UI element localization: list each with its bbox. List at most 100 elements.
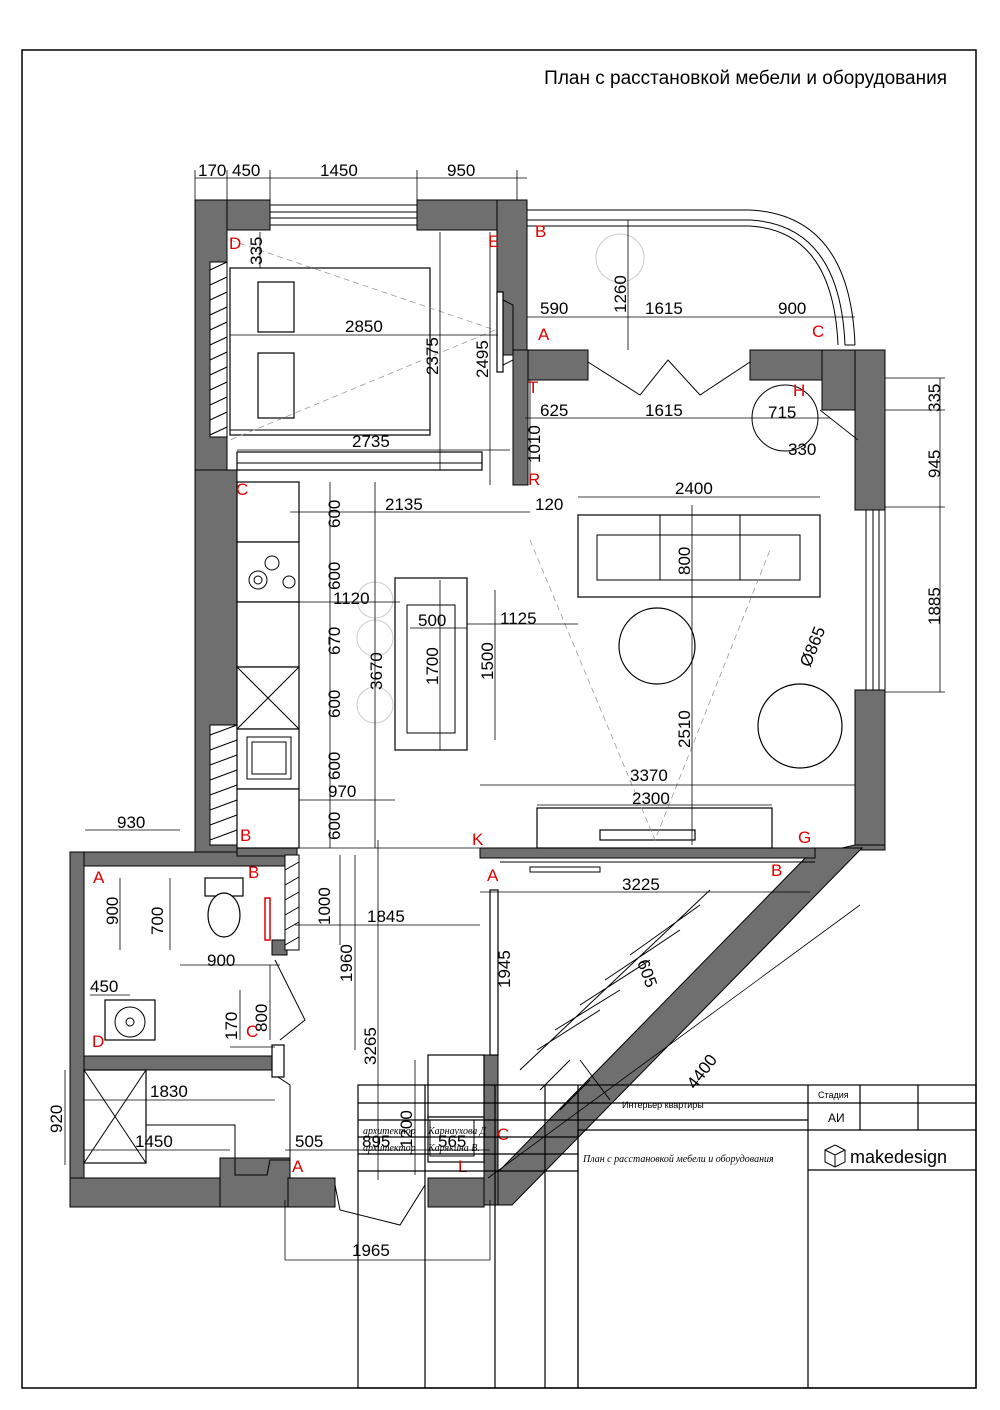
section-labels: D E B A C T H R C B K G A B A B D C C A … [92, 222, 824, 1176]
section-label: A [487, 866, 499, 885]
tv-console [536, 807, 773, 849]
dim: 1700 [423, 647, 442, 685]
dim: 2850 [345, 317, 383, 336]
section-label: A [93, 868, 105, 887]
section-label: C [497, 1125, 509, 1144]
dim: 1615 [645, 401, 683, 420]
section-label: E [488, 232, 499, 251]
dim: 600 [325, 812, 344, 840]
role-label: архитектор [363, 1126, 416, 1137]
coffee-table [618, 607, 696, 685]
dim: 1450 [320, 161, 358, 180]
windows [269, 204, 886, 691]
hatched-walls [209, 261, 300, 951]
dim: 1960 [337, 944, 356, 982]
dim: 335 [925, 384, 944, 412]
sofa [577, 514, 821, 598]
dim: 3225 [622, 875, 660, 894]
dim: 3265 [361, 1027, 380, 1065]
dim: 505 [295, 1132, 323, 1151]
dim: 1500 [478, 642, 497, 680]
dim: 2495 [473, 340, 492, 378]
dim: 1845 [367, 907, 405, 926]
dim: 2735 [352, 432, 390, 451]
dim: 1010 [525, 425, 544, 463]
dim: 450 [90, 977, 118, 996]
pillow [257, 352, 295, 419]
sink-unit [236, 601, 300, 668]
round-rug [757, 683, 843, 769]
dim: 670 [325, 627, 344, 655]
dim: 2375 [423, 337, 442, 375]
dim: 715 [768, 403, 796, 422]
dim: 170 [198, 161, 226, 180]
dim: 335 [247, 237, 266, 265]
dim: Ø865 [796, 624, 829, 670]
stage-value: АИ [828, 1111, 845, 1125]
section-label: H [793, 381, 805, 400]
tv [599, 829, 696, 841]
dim: 330 [788, 440, 816, 459]
section-label: T [528, 378, 538, 397]
dim: 120 [535, 495, 563, 514]
dim: 2510 [675, 710, 694, 748]
dim: 900 [778, 299, 806, 318]
dim: 2300 [632, 789, 670, 808]
dim: 2135 [385, 495, 423, 514]
dim: 1615 [645, 299, 683, 318]
section-label: R [528, 470, 540, 489]
architect-name: Карнаухова Д [427, 1126, 487, 1137]
bedroom-tv [496, 291, 504, 373]
dim: 1830 [150, 1082, 188, 1101]
view-lines [229, 239, 771, 842]
section-label: D [229, 234, 241, 253]
dim: 1945 [495, 950, 514, 988]
section-label: L [458, 1157, 467, 1176]
dim: 800 [675, 547, 694, 575]
project-name: Интерьер квартиры [622, 1100, 704, 1110]
dim: 590 [540, 299, 568, 318]
balcony-door [587, 359, 751, 396]
title-block: Интерьер квартиры Стадия АИ архитектор К… [357, 1084, 977, 1389]
section-label: C [236, 480, 248, 499]
dim: 1000 [315, 887, 334, 925]
brand-name: makedesign [850, 1147, 947, 1167]
cooktop [236, 541, 300, 603]
furniture [83, 233, 843, 1226]
dim: 970 [328, 782, 356, 801]
dim: 900 [207, 951, 235, 970]
dim: 1885 [925, 587, 944, 625]
pillow [257, 281, 295, 333]
dim: 950 [447, 161, 475, 180]
section-label: B [240, 826, 251, 845]
dim: 3670 [367, 652, 386, 690]
dim: 4400 [683, 1051, 721, 1093]
dim: 600 [325, 752, 344, 780]
architect-name: Карякина В. [427, 1143, 480, 1154]
sheet-name: План с расстановкой мебели и оборудовани… [582, 1154, 774, 1165]
section-label: C [812, 322, 824, 341]
dim: 1120 [333, 589, 370, 608]
dim: 1125 [500, 609, 537, 628]
section-label: K [472, 830, 484, 849]
dim: 2400 [675, 479, 713, 498]
dim: 700 [148, 907, 167, 935]
dim: 1965 [352, 1241, 390, 1260]
dimension-labels: 170 450 1450 950 335 2850 2375 2495 2735… [47, 161, 944, 1260]
section-label: A [292, 1157, 304, 1176]
dim: 800 [252, 1004, 271, 1032]
stage-header: Стадия [818, 1090, 849, 1100]
kitchen-cabinet [236, 481, 300, 543]
oven [236, 728, 300, 790]
brand-logo: makedesign [824, 1144, 947, 1168]
section-label: G [798, 828, 811, 847]
dim: 1260 [611, 275, 630, 313]
dim: 600 [325, 562, 344, 590]
section-label: B [771, 861, 782, 880]
dim: 945 [925, 450, 944, 478]
dim: 600 [325, 690, 344, 718]
dim: 170 [222, 1012, 241, 1040]
dim: 500 [418, 611, 446, 630]
role-label: архитектор [363, 1143, 416, 1154]
